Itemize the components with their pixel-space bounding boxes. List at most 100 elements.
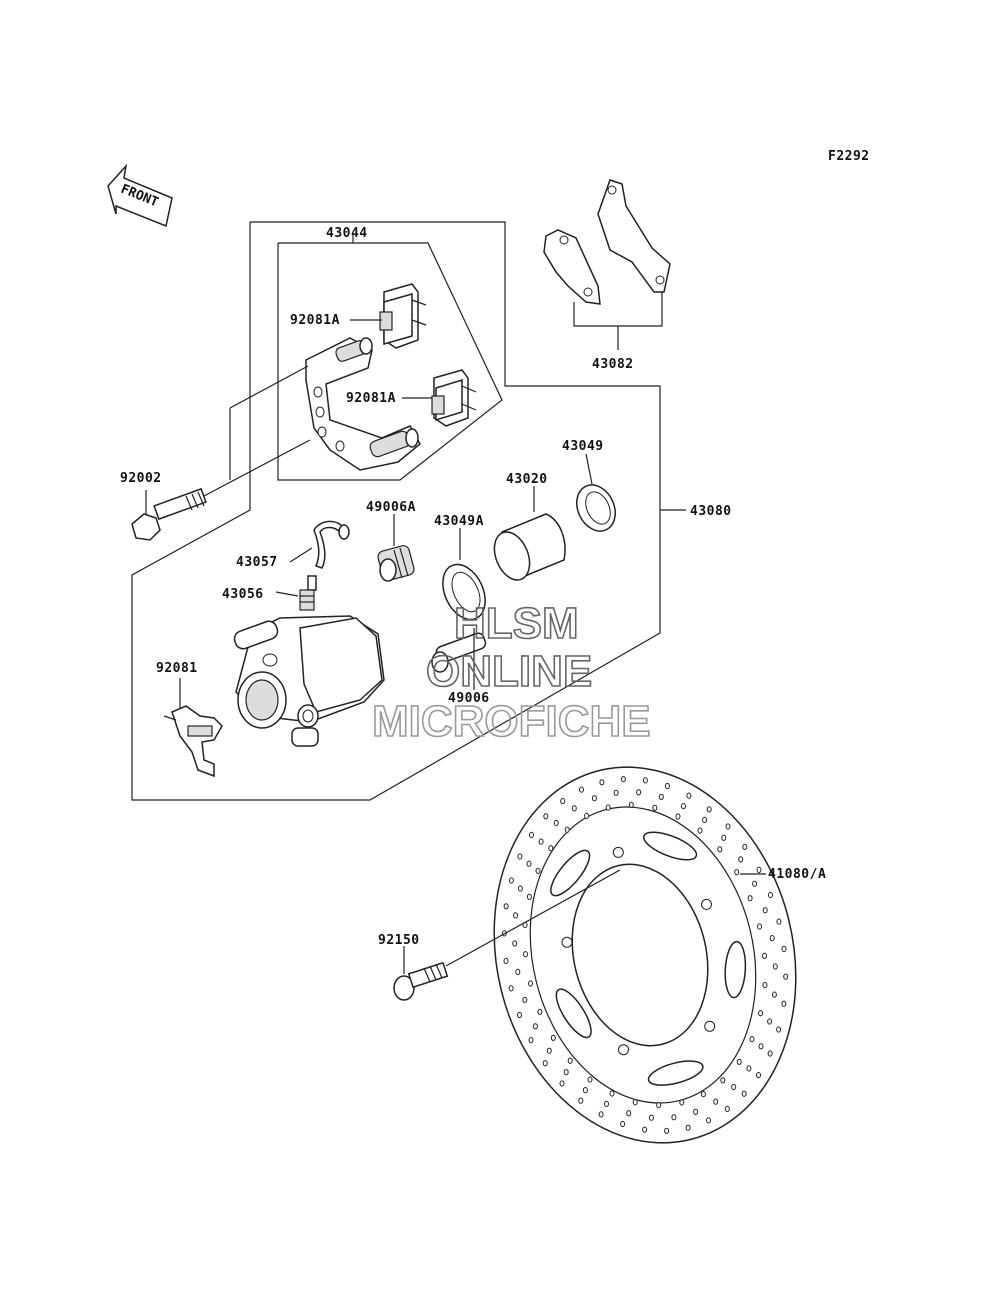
disc-slot	[647, 1060, 704, 1086]
bleeder-43056	[299, 575, 317, 611]
label-92150: 92150	[378, 933, 420, 948]
disc-hole	[742, 843, 748, 850]
caliper-bracket	[305, 337, 421, 471]
disc-hole	[584, 812, 590, 820]
disc-hole	[679, 1099, 685, 1106]
disc-hole	[721, 834, 727, 841]
seal-43049a	[442, 563, 486, 621]
disc-hole	[652, 804, 658, 811]
leader-43056	[275, 591, 299, 597]
disc-hole	[758, 1010, 764, 1017]
caliper-body	[233, 615, 385, 747]
disc-hole	[548, 845, 554, 852]
disc-hole	[713, 1098, 719, 1105]
disc-hole	[685, 1124, 691, 1131]
front-arrow-icon: FRONT	[107, 163, 173, 228]
piston-43020	[493, 513, 566, 581]
disc-hole	[563, 1069, 569, 1076]
disc-hole	[532, 1023, 538, 1030]
disc-hole	[706, 1117, 711, 1124]
disc-hole	[734, 869, 740, 876]
disc-hole	[671, 1114, 677, 1121]
pin-49006	[431, 632, 487, 673]
disc-hole	[582, 1087, 588, 1094]
disc-hole	[731, 1083, 737, 1091]
disc-hole	[508, 985, 514, 992]
disc-hole	[686, 792, 692, 799]
disc-mount-hole	[612, 846, 624, 858]
disc-hole	[515, 968, 521, 976]
disc-hole	[642, 1126, 648, 1133]
label-49006a: 49006A	[366, 500, 416, 515]
disc-hole	[749, 1036, 755, 1043]
disc-hole	[725, 823, 731, 830]
disc-hole	[724, 1105, 730, 1113]
disc-hole	[768, 891, 773, 899]
disc-hole	[736, 1058, 742, 1065]
label-43056: 43056	[222, 587, 264, 602]
watermark-line2: ONLINE	[426, 647, 592, 696]
disc-bolt-guide	[445, 869, 621, 967]
label-43082: 43082	[592, 357, 634, 372]
disc-hole	[587, 1076, 593, 1083]
disc-hole	[529, 831, 534, 839]
label-92081a-2: 92081A	[346, 391, 396, 406]
disc-hole	[746, 1065, 752, 1072]
disc-hole	[747, 895, 753, 902]
disc-hole	[628, 801, 634, 808]
disc-hole	[757, 923, 762, 930]
label-43057: 43057	[236, 555, 278, 570]
leader-43057	[289, 547, 313, 563]
disc-hole	[756, 866, 762, 874]
seal-43049	[576, 484, 616, 532]
disc-hole	[564, 826, 570, 833]
disc-hole	[738, 856, 744, 863]
disc-hole	[675, 813, 681, 820]
label-43020: 43020	[506, 472, 548, 487]
disc-hole	[598, 1111, 604, 1118]
disc-hole	[538, 838, 544, 845]
disc-hole	[512, 940, 518, 947]
disc-hole	[613, 789, 619, 796]
disc-hole	[758, 1043, 764, 1050]
disc-hole	[559, 1080, 565, 1087]
disc-hole	[546, 1047, 552, 1054]
disc-hole	[560, 798, 566, 805]
label-92002: 92002	[120, 471, 162, 486]
disc-hole	[605, 804, 611, 811]
disc-hole	[503, 903, 509, 910]
label-49006: 49006	[448, 691, 490, 706]
disc-hole	[720, 1077, 726, 1084]
clip-92081	[163, 705, 223, 778]
disc-hole	[717, 846, 723, 853]
disc-hole	[517, 1011, 522, 1019]
watermark: HLSM ONLINE MICROFICHE	[371, 598, 651, 747]
pin-guide-upper	[229, 365, 309, 409]
disc-hole	[681, 803, 686, 810]
disc-hole	[664, 1127, 670, 1134]
leader-43049	[585, 453, 593, 485]
label-43080: 43080	[690, 504, 732, 519]
disc-mount-hole	[561, 936, 573, 948]
disc-hole	[702, 816, 708, 824]
disc-hole	[526, 860, 532, 867]
disc-hole	[508, 877, 514, 884]
disc-hole	[767, 1050, 773, 1057]
disc-hole	[781, 945, 787, 953]
assembly-outline-43080	[131, 221, 661, 801]
disc-slot	[555, 988, 592, 1039]
disc-hole	[604, 1100, 609, 1108]
disc-hole	[664, 782, 670, 790]
disc-hole	[771, 991, 777, 998]
disc-hole	[756, 1072, 761, 1079]
disc-hole	[762, 982, 768, 989]
disc-hole	[528, 1037, 534, 1044]
label-43049: 43049	[562, 439, 604, 454]
label-92081a-1: 92081A	[290, 313, 340, 328]
disc-hole	[535, 867, 541, 875]
disc-hole	[599, 779, 605, 786]
disc-slot	[642, 831, 698, 861]
disc-hole	[693, 1108, 699, 1115]
